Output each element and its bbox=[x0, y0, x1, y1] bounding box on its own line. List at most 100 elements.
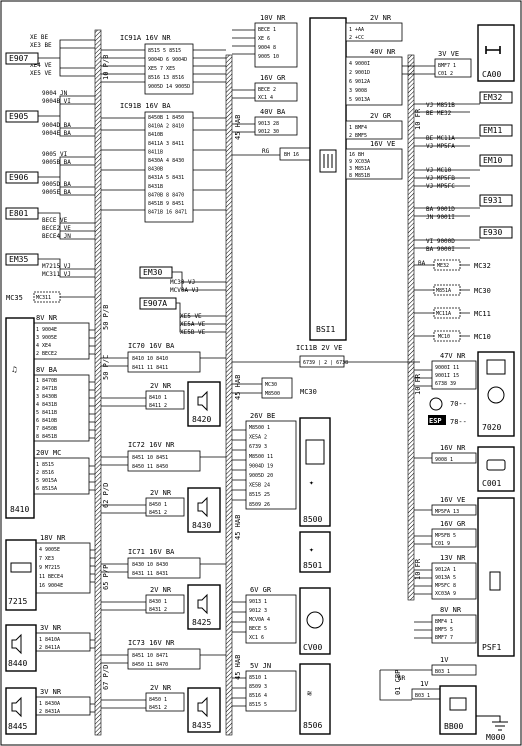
c3v-top-title: 3V VE bbox=[438, 50, 459, 58]
bb00-group: NR 1V B03 1 BB00 M000 bbox=[379, 669, 508, 742]
connector-row: 4 9005E bbox=[39, 547, 60, 553]
c2v-8435-title: 2V NR bbox=[150, 684, 172, 692]
em30-block: EM30 MC30 VJ MCV0A VJ E907A XE5 VE XE5A … bbox=[139, 266, 226, 336]
connector-row: 8450 11 8470 bbox=[132, 662, 168, 668]
wire-label: XE4 VE bbox=[30, 62, 52, 69]
connector-row: XC1 4 bbox=[258, 95, 273, 101]
c7020-label: 7020 bbox=[482, 423, 501, 432]
c8425-label: 8425 bbox=[192, 618, 211, 627]
me32-label: ME32 bbox=[437, 263, 449, 269]
e907-tag bbox=[5, 52, 39, 65]
connector-row: 8450 1 bbox=[149, 502, 167, 508]
ic70-title: IC70 16V BA bbox=[128, 342, 175, 350]
bsi1-box bbox=[309, 17, 347, 341]
c8410-box bbox=[5, 317, 35, 519]
bus-mid bbox=[225, 54, 233, 736]
e931-tag bbox=[479, 194, 513, 207]
connector-row: 8509 26 bbox=[249, 502, 270, 508]
ic73-title: IC73 16V NR bbox=[128, 639, 175, 647]
c13v-box bbox=[431, 562, 477, 600]
screen-icon bbox=[305, 439, 325, 465]
ic73-box bbox=[127, 648, 201, 670]
connector-row: 9004D 6 9004D bbox=[148, 57, 187, 63]
connector-row: MP5FC 8 bbox=[435, 583, 456, 589]
wire-label: XE5A VE bbox=[180, 321, 206, 328]
left-inputs: XE BE XE3 BE XE4 VE XE5 VE E907 9004 JN … bbox=[5, 34, 95, 303]
em30-label: EM30 bbox=[143, 268, 162, 277]
connector-row: BECE 2 bbox=[258, 87, 276, 93]
connector-row: 8450 1 bbox=[149, 697, 167, 703]
c8506-label: 8506 bbox=[303, 721, 322, 730]
ca00-label: CA00 bbox=[482, 70, 501, 79]
connector-row: 16 9004E bbox=[39, 583, 63, 589]
connector-row: XC03A 9 bbox=[435, 591, 456, 597]
e801-tag bbox=[5, 207, 39, 220]
right-mc-boxes: BA ME32 MC32 M851A MC30 MC11A MC11 MC10 … bbox=[414, 259, 491, 342]
c2v-8430-title: 2V NR bbox=[150, 489, 172, 497]
connector-row: 8470B 8 8470 bbox=[148, 192, 184, 198]
connector-row: M8500 11 bbox=[249, 454, 273, 460]
connector-row: 2 +CC bbox=[349, 35, 364, 41]
right-em-tags: EM32 VJ M851B BE ME32 EM11 BE MC11A VJ M… bbox=[414, 91, 513, 253]
connector-row: BMF7 1 bbox=[438, 63, 456, 69]
ic11b-title: IC11B 2V VE bbox=[296, 344, 342, 352]
c2vgr-box bbox=[345, 120, 403, 140]
c2vgr-title: 2V GR bbox=[370, 112, 392, 120]
c8500-box bbox=[299, 417, 331, 527]
connector-row: 8411A 3 8411 bbox=[148, 141, 184, 147]
display-icon bbox=[10, 562, 32, 573]
mc30-side-label: MC30 bbox=[300, 388, 317, 396]
c8vnr-r-title: 8V NR bbox=[440, 606, 462, 614]
wire-label: VJ MP5FA bbox=[426, 143, 455, 150]
speaker-icon bbox=[11, 633, 22, 655]
wire-label: XE5 VE bbox=[30, 70, 52, 77]
c8410-label: 8410 bbox=[10, 505, 29, 514]
seventy-label: 70-- bbox=[450, 400, 467, 408]
bh-text: BH 16 bbox=[284, 152, 299, 158]
battery-icon bbox=[449, 697, 467, 711]
c16vve-title: 16V VE bbox=[370, 140, 395, 148]
c8420-label: 8420 bbox=[192, 415, 211, 424]
bsi1-label: BSI1 bbox=[316, 325, 335, 334]
connector-row: 9005D 14 9005D bbox=[148, 84, 190, 90]
ic91a-title: IC91A 16V NR bbox=[120, 34, 171, 42]
c8430-box bbox=[187, 487, 221, 533]
mc32-label: MC32 bbox=[474, 262, 491, 270]
wire-label: XE5 VE bbox=[180, 313, 202, 320]
em35-label: EM35 bbox=[9, 255, 28, 264]
e801-label: E801 bbox=[9, 209, 28, 218]
wire-label: VJ MP5FC bbox=[426, 183, 455, 190]
c8435-box bbox=[187, 687, 221, 733]
ic11b-row: 6739 | 2 | 6738 bbox=[303, 360, 348, 366]
c47v-box bbox=[431, 360, 477, 390]
connector-row: 7 8450B bbox=[36, 426, 57, 432]
c40v-box bbox=[345, 56, 403, 106]
c16vve-r-title: 16V VE bbox=[440, 496, 465, 504]
connector-row: 8510 1 bbox=[249, 675, 267, 681]
connector-row: 9001I 15 bbox=[435, 373, 459, 379]
connector-row: 1 BMF4 bbox=[349, 125, 367, 131]
bus-label: 45 HAB bbox=[234, 655, 242, 680]
mc30-label: MC30 bbox=[474, 287, 491, 295]
e905-group: 9004 JN 9004B VI 9004D BA 9004E BA E905 bbox=[5, 90, 95, 137]
connector-row: 8431 2 bbox=[149, 607, 167, 613]
connector-row: 6 8410B bbox=[36, 418, 57, 424]
bus-label: 10 FR bbox=[414, 108, 422, 130]
connector-row: 5 8411B bbox=[36, 410, 57, 416]
connector-row: BMF4 1 bbox=[435, 619, 453, 625]
c3vb-title: 3V NR bbox=[40, 688, 62, 696]
connector-row: XC1 6 bbox=[249, 635, 264, 641]
wire-label: 9005B BA bbox=[42, 159, 71, 166]
bus-label: 67 P/D bbox=[102, 665, 110, 690]
connector-row: 8410A 2 8410 bbox=[148, 124, 184, 130]
mc10-box-label: MC10 bbox=[438, 334, 450, 340]
c7020-box bbox=[477, 351, 515, 437]
connector-row: 1 8430A bbox=[39, 701, 60, 707]
e931-label: E931 bbox=[483, 196, 502, 205]
connector-row: XE5 7 XE5 bbox=[148, 66, 175, 72]
connector-row: 8515 25 bbox=[249, 492, 270, 498]
c3va-title: 3V NR bbox=[40, 624, 62, 632]
